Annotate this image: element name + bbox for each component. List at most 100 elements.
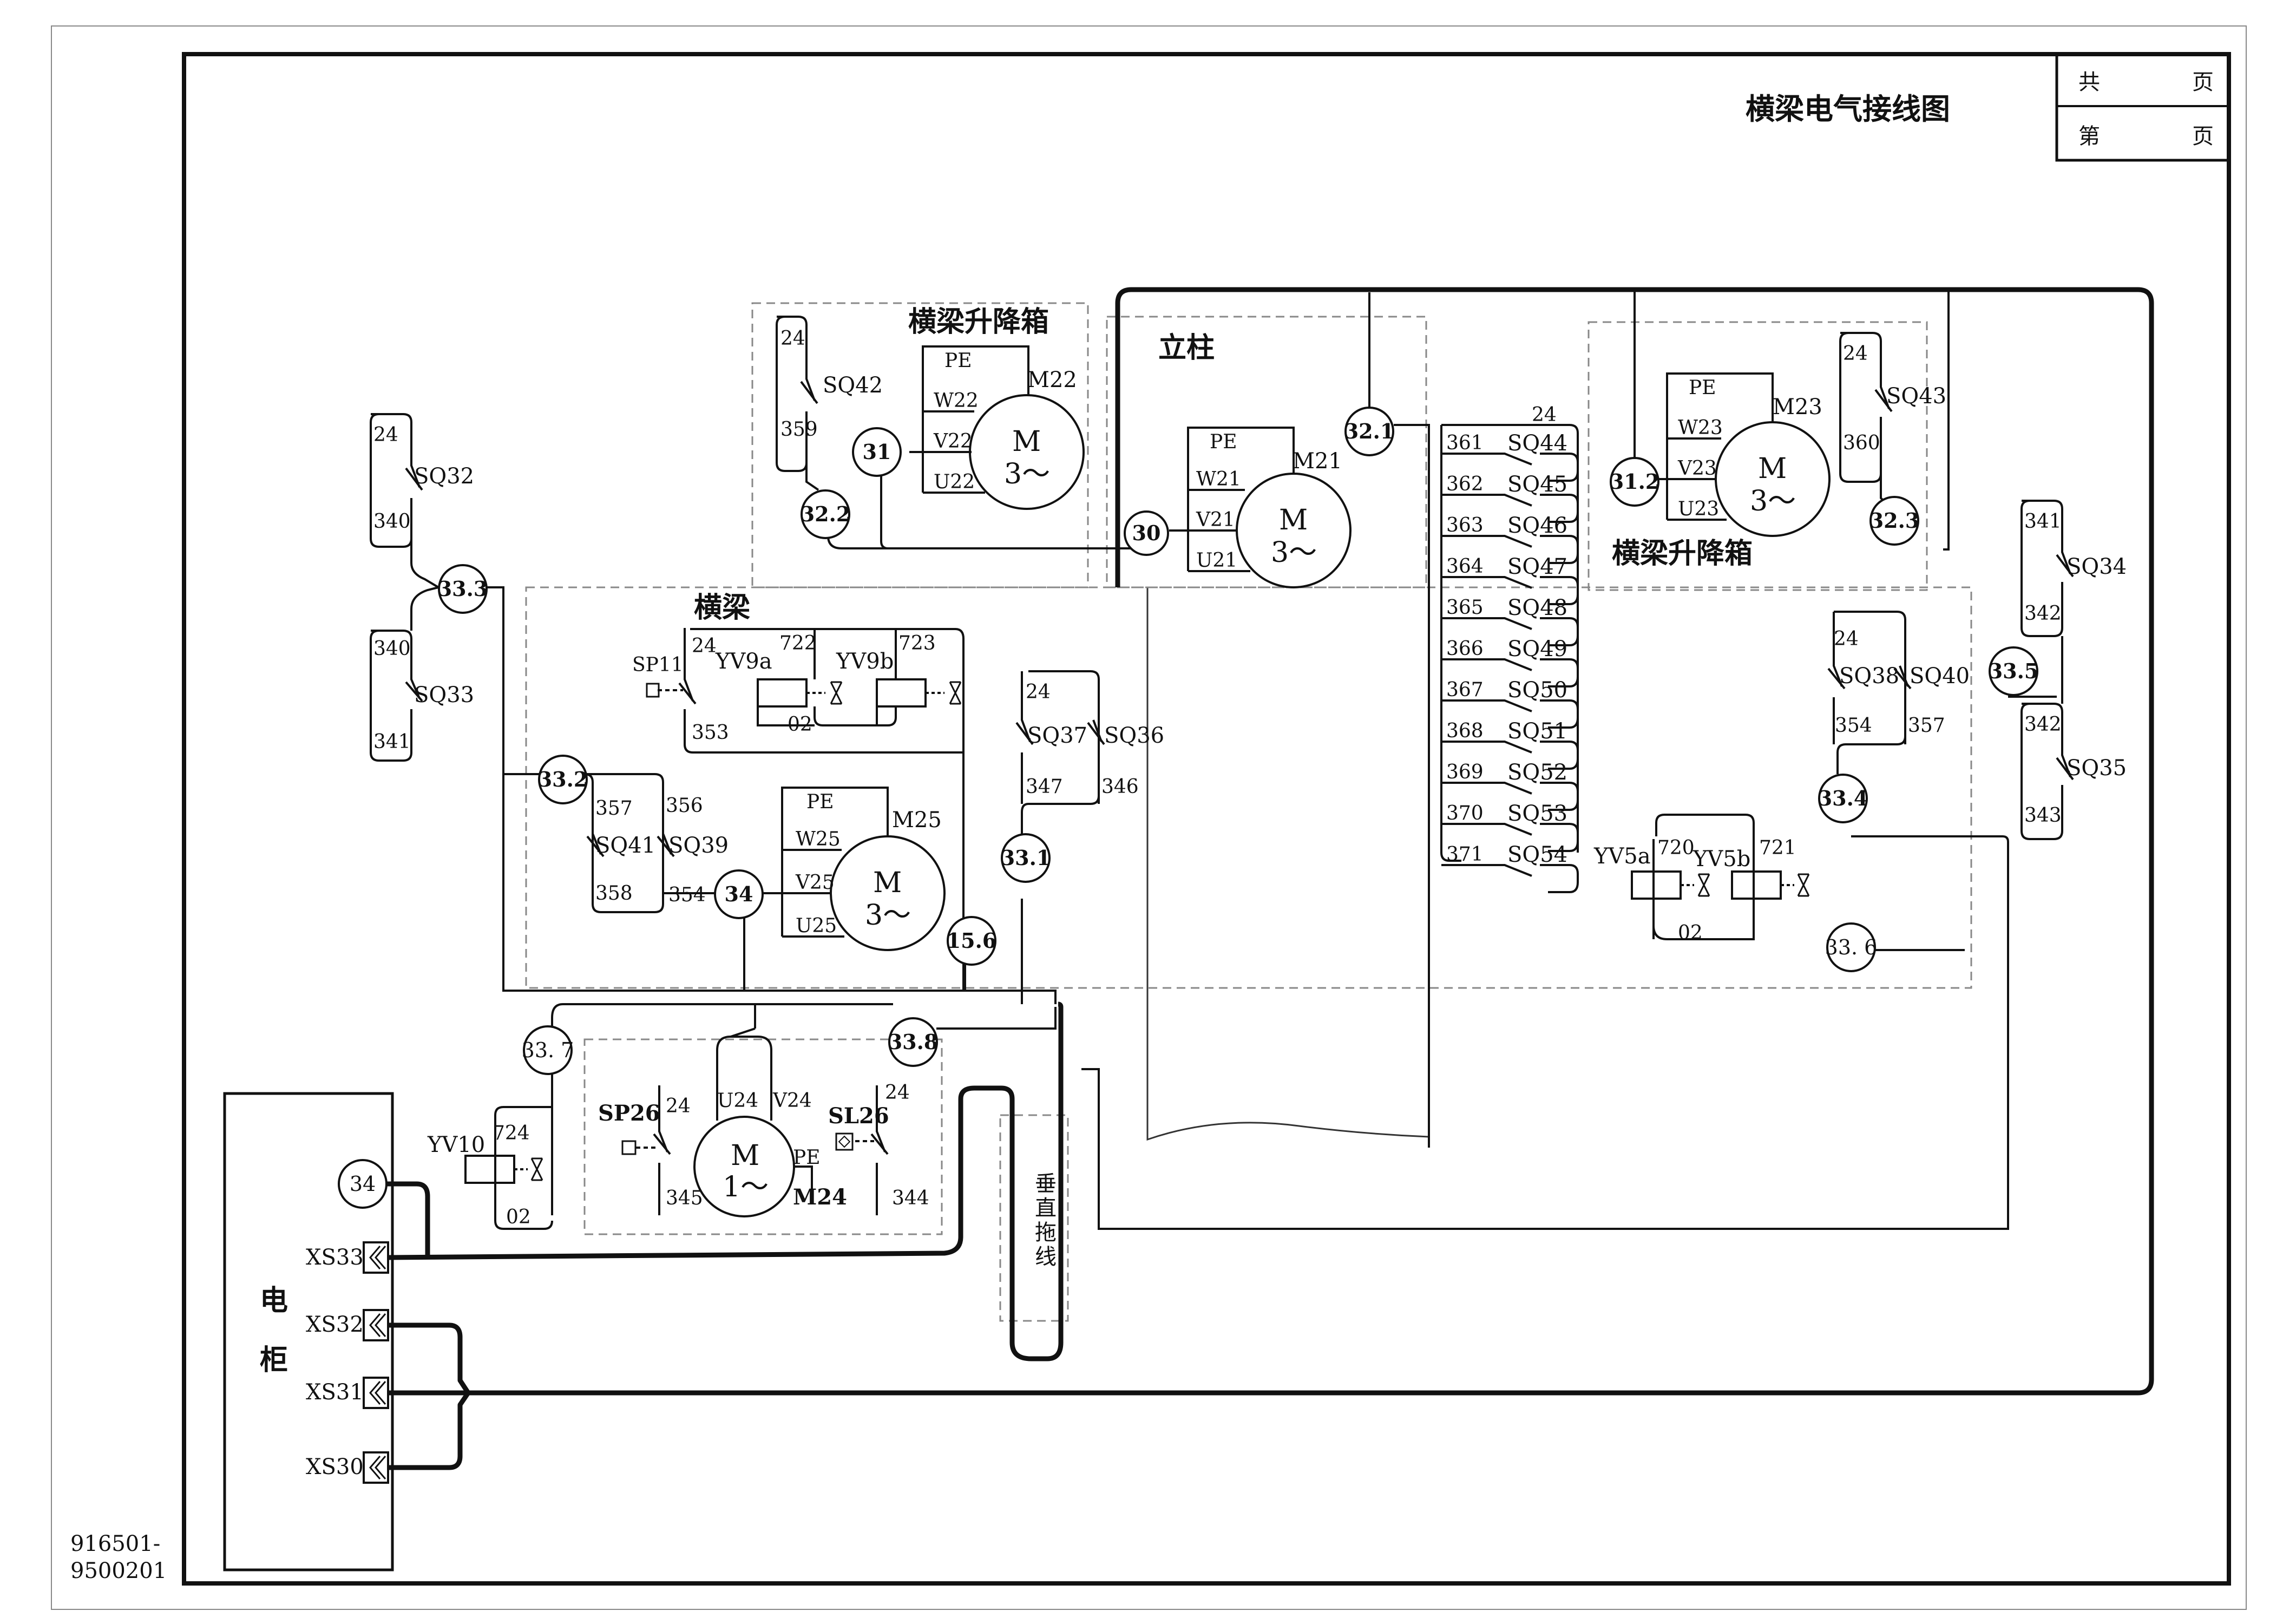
limit-switch-sq42: 24 SQ42 359 — [776, 316, 883, 491]
sq-bank-contact — [1441, 741, 1579, 770]
motor-v: V25 — [795, 872, 835, 894]
motor-name: M22 — [1027, 368, 1077, 392]
switch-name: SQ36 — [1104, 723, 1164, 748]
pump-controls: SP26 24 345 SL26 24 344 — [598, 1082, 929, 1215]
trunk-cable-xs32-xs30 — [388, 1322, 471, 1470]
node-30: 30 — [1124, 510, 1169, 556]
switch-name: SQ42 — [823, 373, 883, 398]
valve-group-yv10: YV10 724 02 — [427, 1106, 553, 1230]
title-block-total: 共 — [2078, 70, 2100, 95]
sq-bank-switch: SQ47 — [1507, 554, 1567, 579]
label-drag-chain-1: 垂 — [1035, 1171, 1057, 1196]
pump-wire-24: 24 — [666, 1095, 691, 1117]
socket-xs33: XS33 — [306, 1241, 389, 1274]
sq-bank-contact — [1441, 494, 1579, 523]
sq-bank-switch: SQ52 — [1507, 760, 1567, 785]
motor-letter: M — [1012, 425, 1041, 458]
node-33-2: 33.2 — [538, 755, 588, 804]
sq-bank-wire: 370 — [1446, 802, 1484, 824]
motor-name: M25 — [892, 808, 942, 833]
label-drag-chain-4: 线 — [1035, 1245, 1057, 1269]
limit-switch-sq43: 24 SQ43 360 — [1839, 332, 1946, 513]
motor-u: U24 — [717, 1090, 758, 1112]
socket-label: XS30 — [306, 1455, 364, 1479]
switch-name: SQ35 — [2067, 756, 2127, 781]
node-label: 32.1 — [1344, 419, 1395, 443]
valve-wire-723: 723 — [898, 632, 936, 654]
motor-m24: M 1～ U24 V24 PE M24 — [693, 1004, 847, 1217]
motor-v: V24 — [772, 1090, 812, 1112]
motor-w: W23 — [1678, 417, 1723, 439]
valve-yv9a-label: YV9a — [715, 649, 772, 674]
valve-sp11-label: SP11 — [632, 654, 684, 676]
node-label: 31 — [863, 440, 891, 464]
region-pump — [583, 1038, 943, 1235]
motor-u: U21 — [1196, 549, 1237, 572]
motor-pe: PE — [944, 350, 972, 372]
valve-wire-02: 02 — [788, 713, 812, 736]
socket-xs31: XS31 — [306, 1377, 389, 1409]
switch-name: SQ39 — [668, 833, 729, 858]
sq-bank-wire: 365 — [1446, 597, 1484, 619]
sq-bank-wire: 364 — [1446, 555, 1484, 578]
title-block-page-1: 页 — [2192, 70, 2214, 95]
node-33-4: 33.4 — [1818, 774, 1868, 823]
title-block-sheet: 第 — [2078, 124, 2100, 149]
switch-name: SQ37 — [1027, 723, 1087, 748]
valve-wire-02: 02 — [1678, 922, 1703, 944]
switch-wire-bottom: 358 — [595, 882, 633, 905]
drawing-frame — [182, 52, 2231, 1586]
sq-bank-switch: SQ46 — [1507, 513, 1567, 538]
node-33-5: 33.5 — [1989, 646, 2038, 696]
motor-pe: PE — [806, 791, 834, 813]
node-15-6: 15.6 — [947, 916, 997, 966]
switch-wire-top: 341 — [2024, 510, 2062, 533]
switch-wire-top: 24 — [780, 328, 805, 350]
label-drag-chain-3: 拖 — [1035, 1220, 1057, 1245]
drawing-number-line-2: 9500201 — [70, 1558, 167, 1583]
motor-name: M24 — [793, 1184, 847, 1210]
motor-m23: M 3～ PE W23 V23 U23 M23 — [1656, 372, 1831, 537]
label-lift-box-left: 横梁升降箱 — [908, 305, 1049, 338]
limit-switch-sq33: 340 SQ33 341 — [370, 586, 474, 762]
sq-bank-switch: SQ50 — [1507, 678, 1567, 703]
node-label: 15.6 — [947, 928, 997, 953]
solenoid-yv9b — [876, 678, 927, 708]
electric-cabinet — [223, 1092, 394, 1571]
motor-name: M21 — [1293, 449, 1342, 474]
label-drag-chain-2: 直 — [1035, 1196, 1057, 1221]
valve-wire-722: 722 — [779, 632, 817, 654]
node-33-8: 33.8 — [888, 1017, 938, 1067]
motor-letter: M — [1279, 504, 1308, 536]
switch-name: SQ40 — [1910, 664, 1970, 689]
node-32-3: 32.3 — [1869, 496, 1919, 546]
motor-phase: 3～ — [1750, 485, 1796, 518]
node-label: 33.2 — [538, 767, 588, 791]
node-label: 34 — [350, 1172, 376, 1196]
region-column-lower — [1146, 587, 1430, 1141]
motor-phase: 3～ — [1271, 536, 1317, 569]
node-33-6: 33. 6 — [1825, 922, 1877, 972]
sq-bank-wire: 368 — [1446, 720, 1484, 742]
switch-wire-bottom: 354 — [1835, 715, 1872, 737]
motor-m21: M 3～ PE W21 V21 U21 M21 — [1169, 427, 1352, 588]
valve-wire-720: 720 — [1657, 837, 1695, 859]
motor-u: U22 — [934, 471, 975, 493]
sq-bank-contact — [1441, 617, 1579, 646]
node-label: 32.2 — [801, 502, 851, 526]
limit-switch-sq37-sq36: 24 SQ37 SQ36 347 346 — [1015, 670, 1164, 834]
trunk-cable-main — [388, 287, 2154, 1396]
sq-bank-top: 24 — [1532, 404, 1557, 426]
limit-switch-sq38-sq40: 24 SQ38 SQ40 354 357 — [1827, 611, 1970, 774]
junction-nodes: 31 32.2 30 32.1 31.2 32.3 33.3 33.2 34 1… — [338, 407, 2038, 1209]
node-label: 33.3 — [438, 577, 488, 601]
valve-yv9b-label: YV9b — [836, 649, 894, 674]
